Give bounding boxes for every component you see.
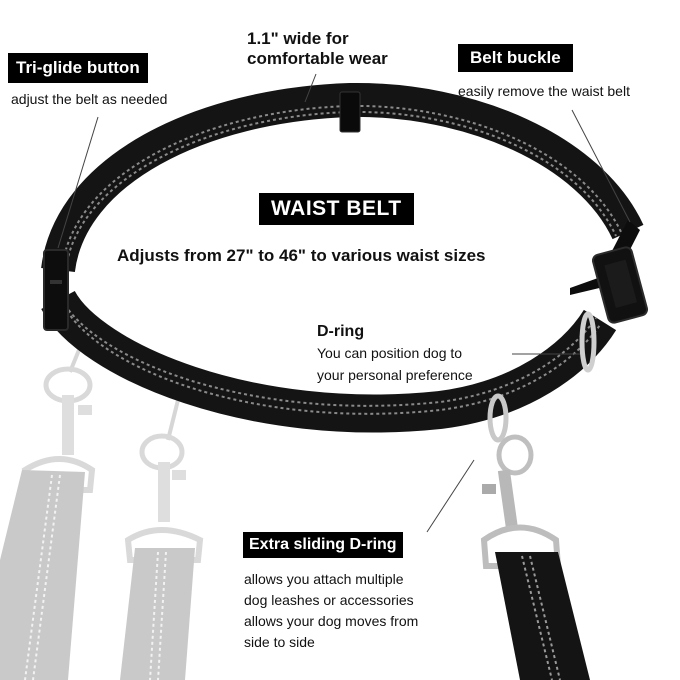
d-ring-label: D-ring <box>317 323 365 340</box>
ghost-leash-left <box>0 317 96 680</box>
ghost-leash-middle <box>120 391 204 680</box>
sliding-d-ring-line1: allows you attach multiple <box>244 571 404 587</box>
d-ring-line1: You can position dog to <box>317 345 463 361</box>
width-callout-line2: comfortable wear <box>247 49 388 68</box>
d-ring <box>579 311 597 373</box>
sliding-d-ring-label: Extra sliding D-ring <box>243 532 403 558</box>
d-ring-line2: your personal preference <box>317 367 473 383</box>
pointer-lines <box>57 73 631 533</box>
width-callout-line1: 1.1" wide for <box>247 29 349 48</box>
main-subtitle: Adjusts from 27" to 46" to various waist… <box>117 246 486 265</box>
main-title-label: WAIST BELT <box>259 193 414 225</box>
belt-buckle-description: easily remove the waist belt <box>458 83 630 99</box>
sliding-d-ring-line2: dog leashes or accessories <box>244 592 414 608</box>
tri-glide-buckle <box>43 249 69 331</box>
belt-buckle <box>570 220 649 324</box>
sliding-d-ring-leash <box>480 393 590 680</box>
sliding-d-ring-line3: allows your dog moves from <box>244 613 419 629</box>
tri-glide-label: Tri-glide button <box>8 53 148 83</box>
tri-glide-description: adjust the belt as needed <box>11 91 168 107</box>
belt-buckle-label: Belt buckle <box>458 44 573 72</box>
sliding-d-ring-line4: side to side <box>244 634 315 650</box>
belt-keeper <box>339 91 361 133</box>
